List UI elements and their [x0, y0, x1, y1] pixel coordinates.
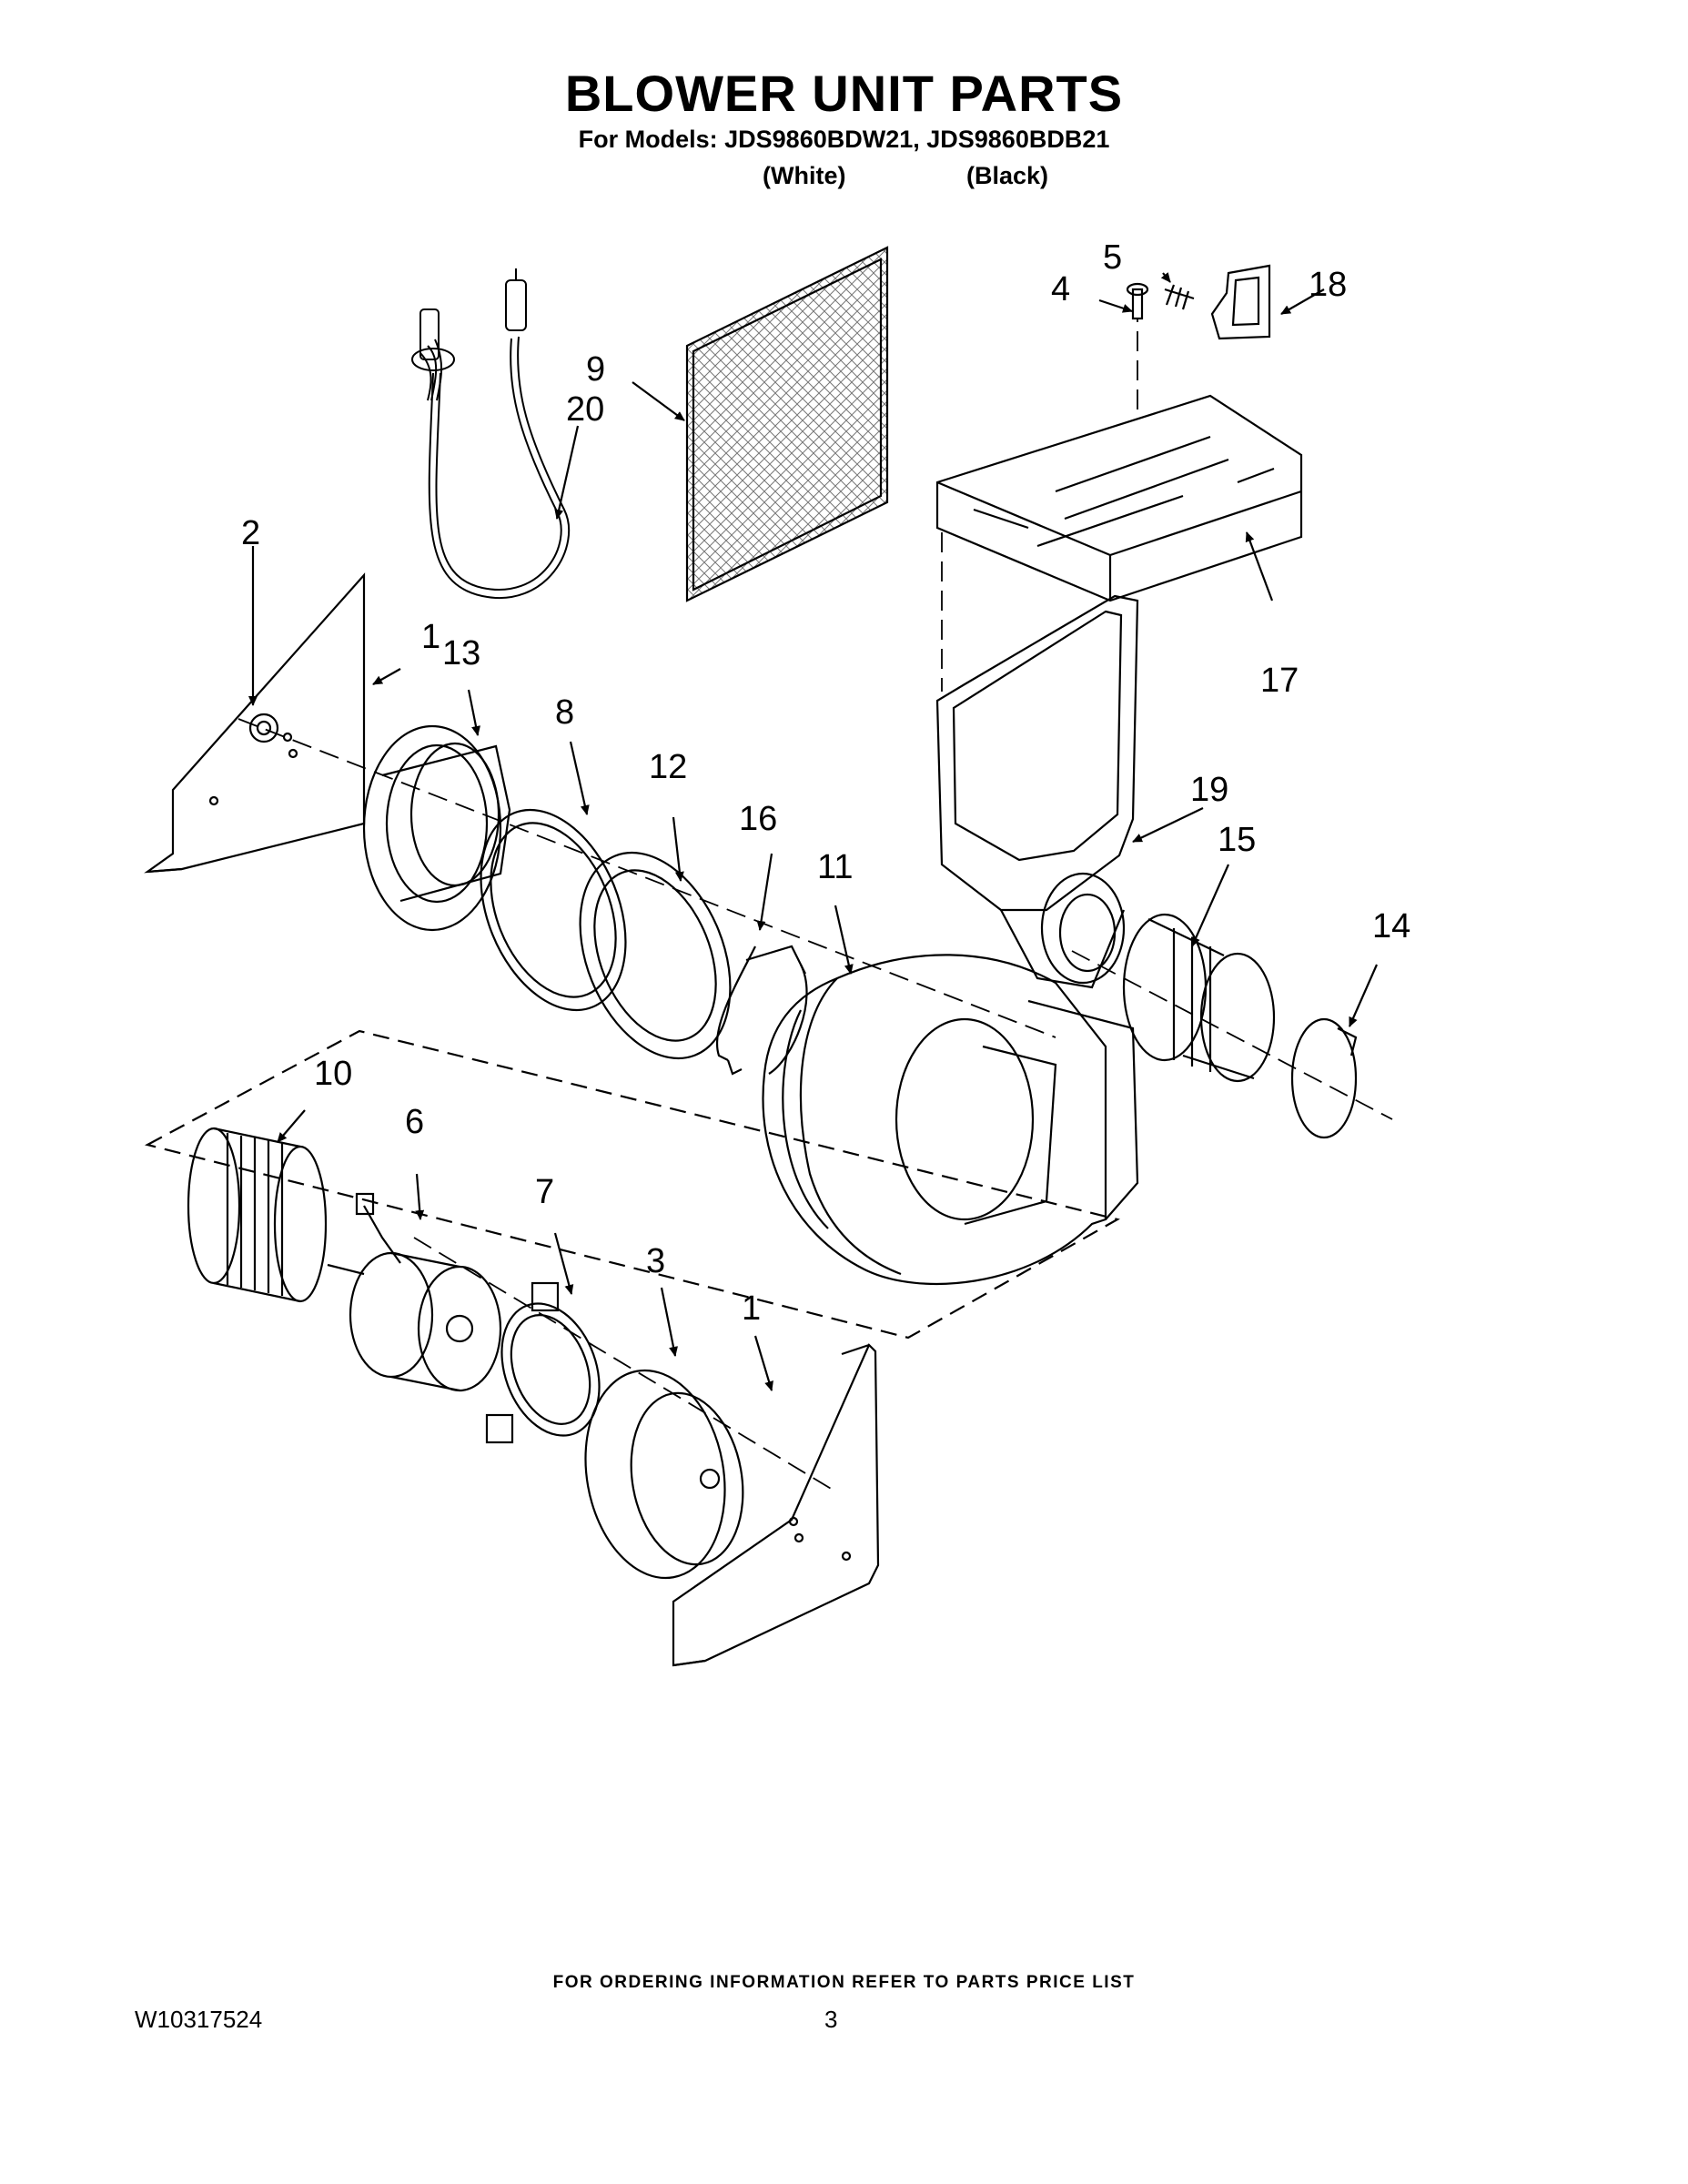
- variant-black: (Black): [966, 162, 1049, 189]
- ordering-note: FOR ORDERING INFORMATION REFER TO PARTS …: [552, 1973, 1136, 1992]
- callout-1: 1: [421, 618, 440, 656]
- page-title: BLOWER UNIT PARTS: [564, 65, 1124, 122]
- blower-wheel: [187, 1127, 328, 1303]
- retainer-clip: [716, 945, 808, 1076]
- callout-13: 13: [442, 634, 480, 672]
- models-line: For Models: JDS9860BDW21, JDS9860BDB21: [578, 126, 1110, 153]
- small-hardware: [1126, 264, 1271, 340]
- blower-motor: [327, 1192, 502, 1392]
- orifice-ring: [362, 724, 511, 932]
- flexible-hose: [1122, 913, 1276, 1083]
- callout-4: 4: [1051, 270, 1070, 308]
- callout-16: 16: [739, 800, 777, 838]
- callout-9: 9: [586, 350, 605, 389]
- callout-18: 18: [1309, 266, 1347, 304]
- assembly-outline: [144, 1029, 1120, 1340]
- callout-19: 19: [1190, 771, 1228, 809]
- variant-white: (White): [763, 162, 846, 189]
- hose-clamp: [1290, 1017, 1358, 1139]
- power-cord: [411, 268, 571, 599]
- mounting-ring: [579, 851, 732, 1060]
- left-bracket: [144, 572, 366, 874]
- callout-7: 7: [535, 1173, 554, 1211]
- callout-10: 10: [314, 1055, 352, 1093]
- callout-12: 12: [649, 748, 687, 786]
- callout-3: 3: [646, 1242, 665, 1280]
- callout-15: 15: [1218, 821, 1256, 859]
- blower-housing: [762, 954, 1139, 1286]
- channel-bracket: [935, 394, 1303, 602]
- grille-filter: [685, 246, 889, 602]
- callout-14: 14: [1372, 907, 1410, 945]
- callout-17: 17: [1260, 662, 1299, 700]
- callout-8: 8: [555, 693, 574, 732]
- duct-frame: [935, 594, 1139, 989]
- callout-1b: 1: [742, 1289, 761, 1328]
- right-bracket: [672, 1343, 880, 1667]
- document-number: W10317524: [135, 2006, 263, 2033]
- gasket: [480, 808, 627, 1012]
- motor-mount: [485, 1281, 601, 1444]
- motor-shield: [584, 1369, 744, 1580]
- page-number: 3: [824, 2006, 838, 2033]
- callout-20: 20: [566, 390, 604, 429]
- callout-11: 11: [817, 848, 853, 886]
- callout-5: 5: [1103, 238, 1122, 277]
- callout-2: 2: [241, 514, 260, 552]
- callout-6: 6: [405, 1103, 424, 1141]
